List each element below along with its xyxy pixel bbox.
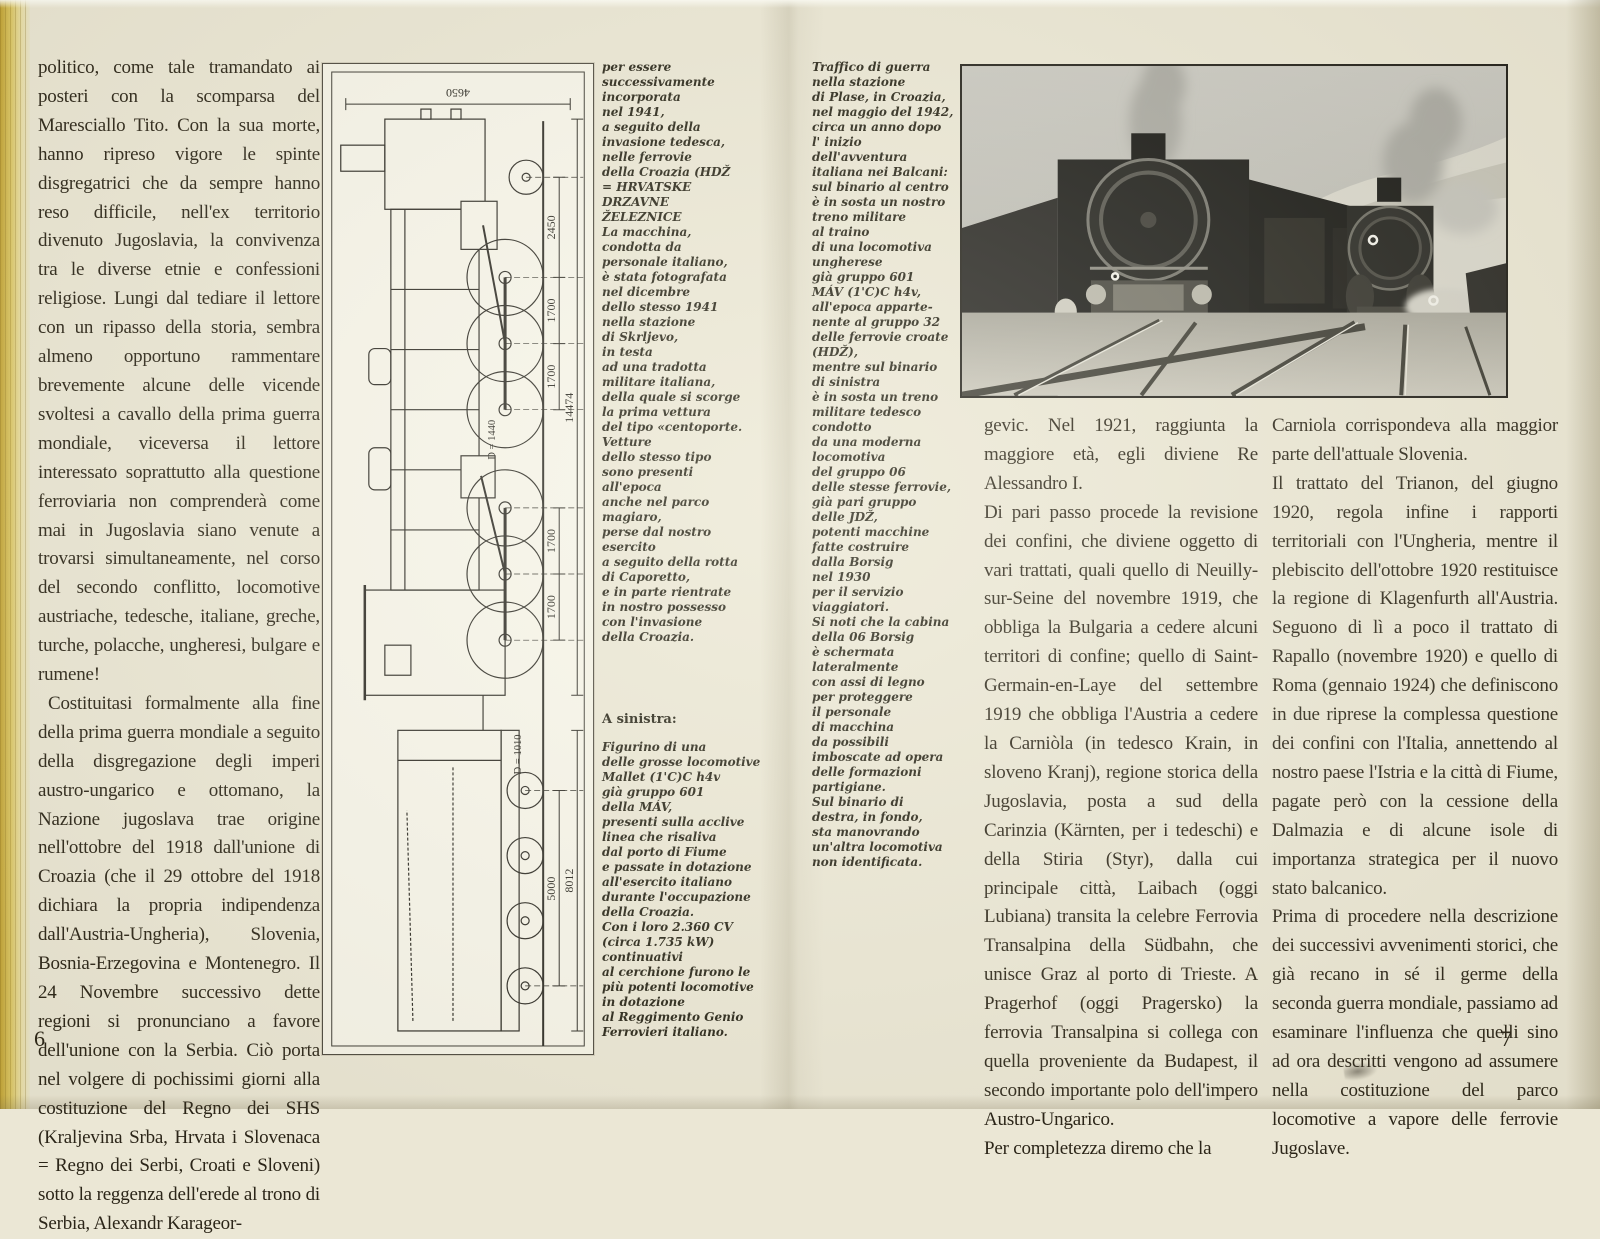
rail-highlights bbox=[1018, 320, 1409, 396]
scan-right-edge bbox=[1566, 0, 1600, 1109]
paragraph: Costituitasi formalmente alla fine della… bbox=[38, 692, 320, 1235]
dim-label: 2450 bbox=[544, 215, 558, 239]
paragraph: politico, come tale tramandato ai poster… bbox=[38, 57, 320, 686]
locomotives-photo bbox=[960, 64, 1508, 398]
locomotive-diagram-drawing: 4650 bbox=[331, 71, 585, 1047]
dim-label: 1700 bbox=[544, 595, 558, 619]
dust-spots bbox=[1110, 234, 1439, 306]
dim-label: 1700 bbox=[544, 298, 558, 322]
dim-overall-height bbox=[345, 98, 571, 111]
scan-bottom-edge bbox=[0, 1095, 1600, 1109]
dim-label: 4650 bbox=[446, 86, 470, 100]
paragraph: Carniola corrispondeva alla maggior part… bbox=[1272, 415, 1558, 465]
dim-label: 8012 bbox=[562, 869, 576, 893]
locomotives-photo-image bbox=[962, 66, 1506, 396]
right-text-column-1: gevic. Nel 1921, raggiunta la maggiore e… bbox=[984, 412, 1258, 1164]
dim-label: 1700 bbox=[544, 365, 558, 389]
distant-locomotive bbox=[1465, 263, 1506, 324]
running-gear bbox=[460, 159, 544, 679]
paragraph: Prima di procedere nella descrizione dei… bbox=[1272, 906, 1558, 1159]
page-number-6: 6 bbox=[34, 1026, 45, 1051]
gutter-shadow bbox=[760, 0, 824, 1109]
locomotive-diagram: 4650 bbox=[322, 63, 594, 1055]
boiler bbox=[340, 108, 486, 591]
caption-left-heading: A sinistra: bbox=[602, 712, 677, 727]
page-edge-stack bbox=[0, 0, 30, 1109]
locomotive-right bbox=[1345, 177, 1435, 325]
dim-label: D = 1440 bbox=[487, 420, 498, 460]
paragraph: Di pari passo procede la revisione dei c… bbox=[984, 501, 1258, 1130]
dimension-lines bbox=[553, 118, 584, 1032]
caption-continuation: per essere successivamente incorporata n… bbox=[602, 60, 743, 644]
tender bbox=[397, 695, 544, 1032]
left-main-text-column: politico, come tale tramandato ai poster… bbox=[38, 54, 320, 1239]
dim-label: D = 1010 bbox=[513, 734, 524, 774]
rails bbox=[962, 318, 1492, 396]
right-text-column-2: Carniola corrispondeva alla maggior part… bbox=[1272, 412, 1558, 1164]
dim-label: 1700 bbox=[544, 529, 558, 553]
locomotive-elevation: 2450 1700 1700 14474 D = 1440 1700 1700 … bbox=[340, 108, 584, 1046]
paragraph: gevic. Nel 1921, raggiunta la maggiore e… bbox=[984, 415, 1258, 494]
scan-top-edge bbox=[0, 0, 1600, 8]
dim-label: 5000 bbox=[544, 877, 558, 901]
photo-caption: Traffico di guerra nella stazione di Pla… bbox=[812, 60, 954, 869]
dim-label: 14474 bbox=[562, 393, 576, 423]
caption-left-body: Figurino di una delle grosse locomotive … bbox=[602, 740, 761, 1039]
page-number-7: 7 bbox=[1501, 1026, 1512, 1051]
smoke-plumes bbox=[1129, 66, 1498, 235]
paragraph: Il trattato del Trianon, del giugno 1920… bbox=[1272, 472, 1558, 899]
paragraph: Per completezza diremo che la bbox=[984, 1137, 1212, 1159]
freight-car bbox=[1264, 217, 1325, 304]
